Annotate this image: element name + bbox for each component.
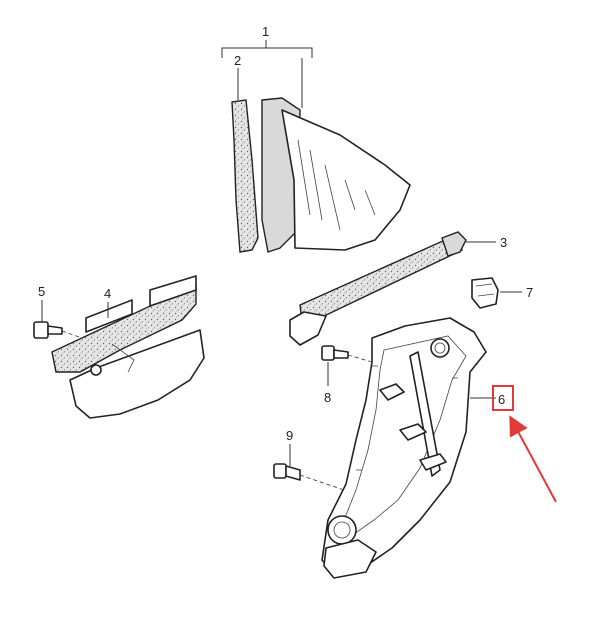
callout-6-highlight-box <box>492 385 514 411</box>
callout-label-5: 5 <box>38 284 45 299</box>
window-seal-part <box>231 99 259 253</box>
callout-label-2: 2 <box>234 53 241 68</box>
bolt-5-part <box>33 321 83 339</box>
callout-label-9: 9 <box>286 428 293 443</box>
window-regulator-part <box>321 317 487 579</box>
callout-label-6: 6 <box>498 392 505 407</box>
bolt-8-part <box>321 345 373 363</box>
callout-label-8: 8 <box>324 390 331 405</box>
clip-part <box>471 277 499 309</box>
trim-bracket-part <box>51 275 205 419</box>
callout-label-4: 4 <box>104 286 111 301</box>
bolt-9-part <box>273 463 345 491</box>
leader-line-1 <box>221 40 313 58</box>
belt-weatherstrip-part <box>289 231 467 346</box>
callout-label-1: 1 <box>262 24 269 39</box>
callout-label-7: 7 <box>526 285 533 300</box>
quarter-glass-part <box>261 97 411 253</box>
callout-label-3: 3 <box>500 235 507 250</box>
highlight-arrow <box>509 415 557 503</box>
